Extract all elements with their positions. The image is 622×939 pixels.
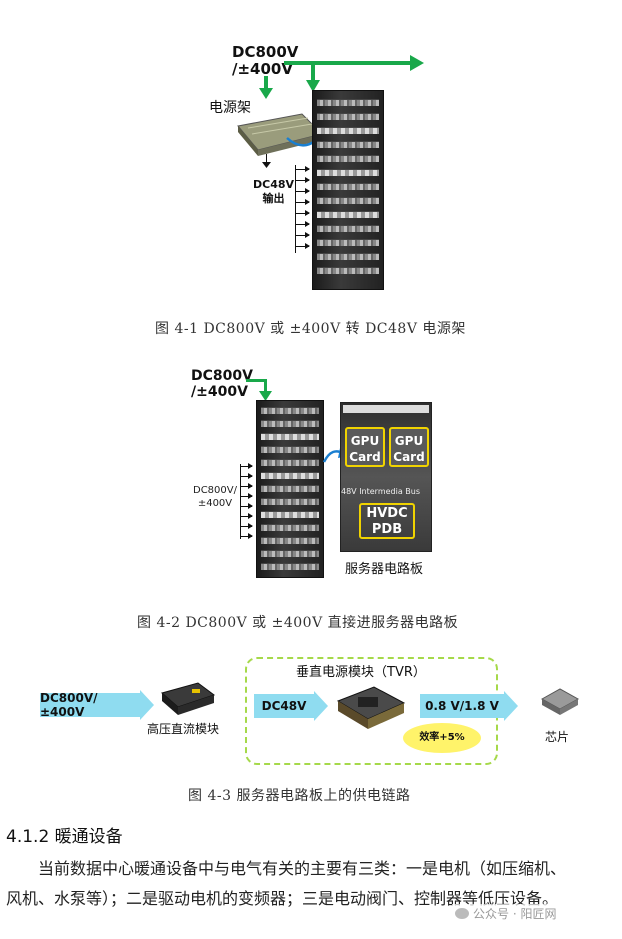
fig3-efficiency-badge: 效率+5% [405,725,479,751]
fig2-gpu2-line1: GPU [391,433,427,449]
fig3-module-label: 高压直流模块 [147,720,219,737]
fig2-side-line2: ±400V [193,497,237,510]
fig1-green-arrow-horizontal [284,61,414,65]
fig2-gpu-card-1: GPU Card [345,427,385,467]
fig1-green-arrowhead-right [410,55,424,71]
fig1-output-line1: DC48V [253,178,294,192]
fig1-server-rack [312,90,384,290]
figure-4-2: DC800V /±400V DC800V/ ±400V [0,360,622,640]
fig2-board-label: 服务器电路板 [345,558,423,577]
fig2-side-line1: DC800V/ [193,484,237,497]
watermark: 公众号 · 阳匠网 [452,904,559,923]
fig1-output-line2: 输出 [253,192,294,206]
fig2-side-label: DC800V/ ±400V [193,484,237,510]
figure-4-1: DC800V /±400V 电源架 DC48V 输出 [0,0,622,345]
fig2-input-line1: DC800V [191,368,253,384]
fig2-input-line2: /±400V [191,384,253,400]
fig3-output-arrow: 0.8 V/1.8 V [420,694,504,718]
fig3-mid-arrow: DC48V [254,694,314,718]
fig2-gpu1-line1: GPU [347,433,383,449]
fig2-hvdc-pdb: HVDC PDB [359,503,415,539]
fig2-gpu2-line2: Card [391,449,427,465]
fig2-caption: 图 4-2 DC800V 或 ±400V 直接进服务器电路板 [137,612,458,632]
fig3-chip-image [538,685,580,721]
fig3-hvdc-module-image [158,681,216,719]
fig1-input-line1: DC800V [232,44,298,61]
fig2-gpu-card-2: GPU Card [389,427,429,467]
fig3-caption: 图 4-3 服务器电路板上的供电链路 [188,785,410,805]
fig1-shelf-down-arrowhead [262,162,271,168]
fig2-bus-label: 48V Intermedia Bus [341,487,433,496]
fig3-input-arrow: DC800V/±400V [40,693,140,717]
wechat-icon [455,908,469,919]
watermark-text: 公众号 · 阳匠网 [473,905,556,922]
fig2-green-arrow-horizontal [246,379,266,382]
fig2-server-board: GPU Card GPU Card 48V Intermedia Bus HVD… [340,402,432,552]
fig2-server-rack [256,400,324,578]
figure-4-3: DC800V/±400V 高压直流模块 垂直电源模块（TVR） DC48V 0.… [0,645,622,805]
fig1-caption: 图 4-1 DC800V 或 ±400V 转 DC48V 电源架 [155,318,466,338]
section-heading: 4.1.2 暖通设备 [6,822,123,847]
fig3-tvr-title: 垂直电源模块（TVR） [296,661,426,680]
fig2-gpu1-line2: Card [347,449,383,465]
fig3-tvr-module-image [334,683,408,733]
paragraph-line-1: 当前数据中心暖通设备中与电气有关的主要有三类：一是电机（如压缩机、 [6,854,616,884]
fig2-pdb-line1: HVDC [361,506,413,522]
fig2-input-label: DC800V /±400V [191,368,253,400]
fig2-pdb-line2: PDB [361,522,413,538]
fig1-output-label: DC48V 输出 [253,178,294,206]
fig3-chip-label: 芯片 [545,728,569,745]
fig1-green-arrowhead-down-shelf [259,88,273,99]
